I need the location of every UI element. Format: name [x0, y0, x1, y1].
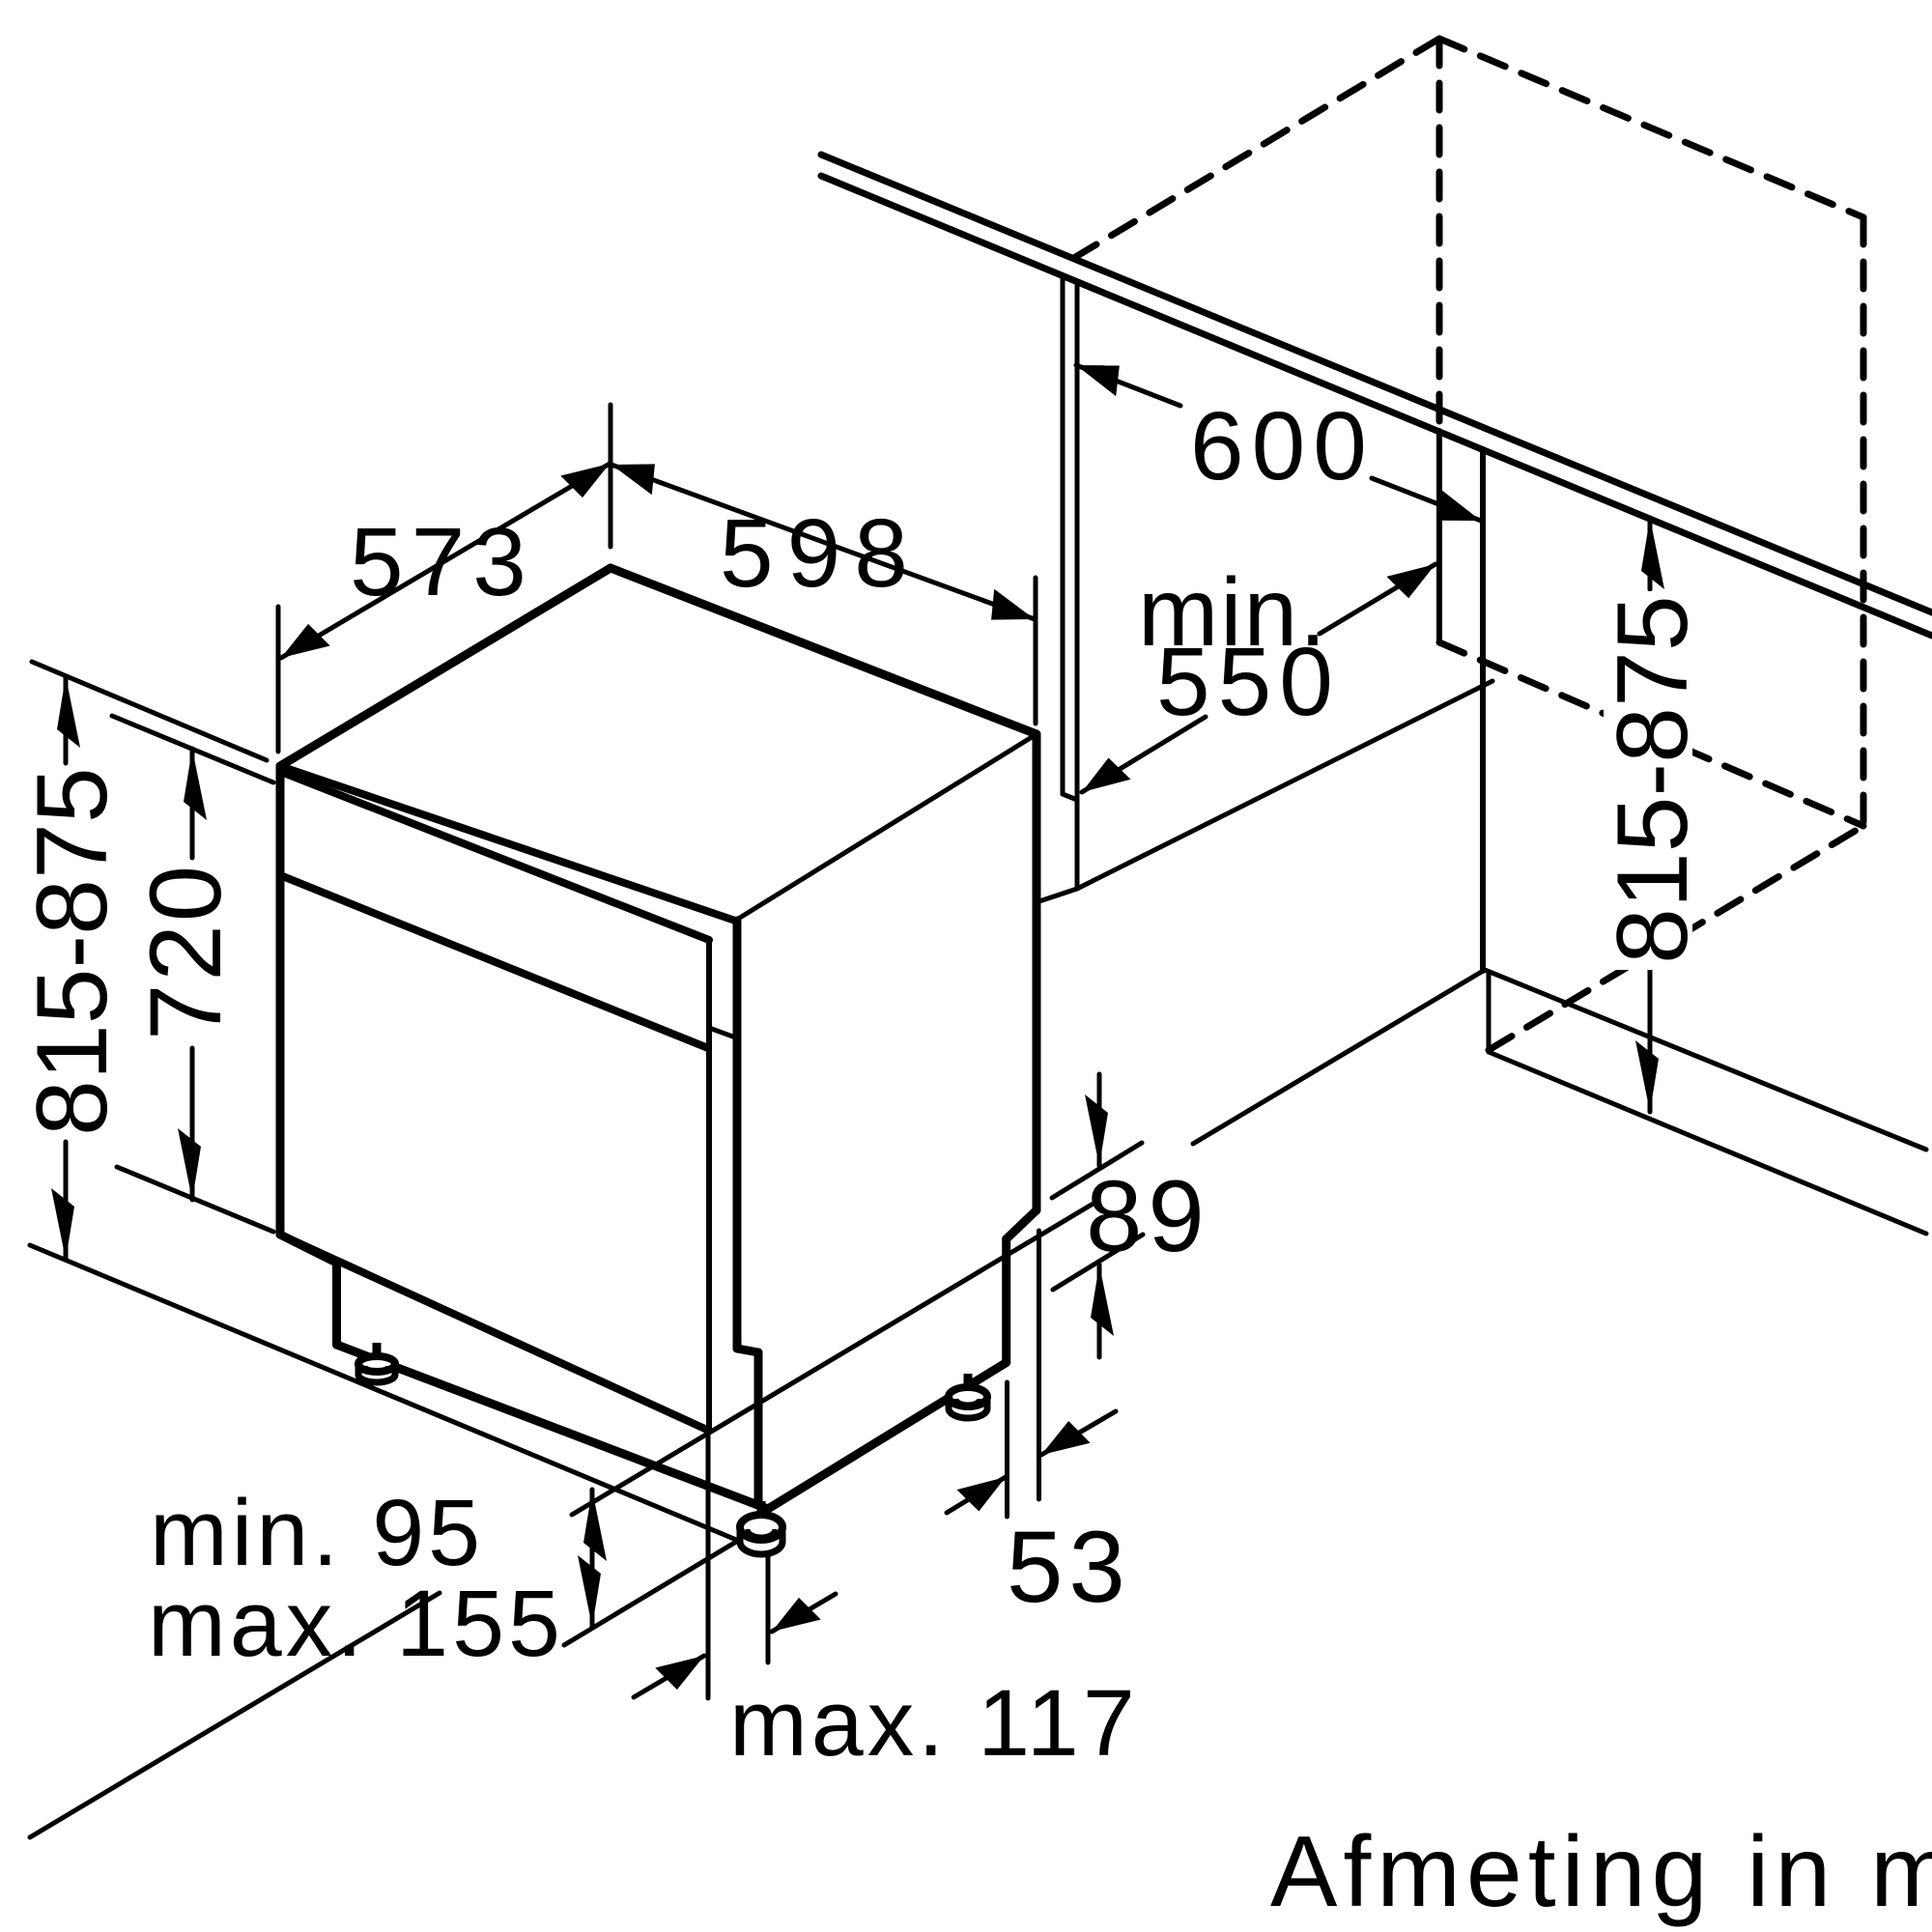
svg-text:815-875: 815-875 — [1597, 595, 1709, 964]
svg-text:573: 573 — [350, 508, 534, 616]
svg-text:max. 117: max. 117 — [729, 1670, 1139, 1776]
svg-text:min. 95: min. 95 — [150, 1480, 484, 1585]
svg-text:815-875: 815-875 — [16, 767, 128, 1136]
svg-text:max. 155: max. 155 — [148, 1571, 564, 1676]
svg-text:550: 550 — [1156, 628, 1341, 736]
svg-text:min.: min. — [1138, 558, 1328, 667]
svg-text:Afmeting in mm: Afmeting in mm — [1270, 1816, 1932, 1928]
svg-text:53: 53 — [1007, 1511, 1131, 1624]
svg-text:598: 598 — [720, 499, 922, 608]
svg-text:89: 89 — [1086, 1160, 1210, 1273]
svg-text:720: 720 — [129, 863, 242, 1040]
svg-text:600: 600 — [1190, 392, 1375, 500]
